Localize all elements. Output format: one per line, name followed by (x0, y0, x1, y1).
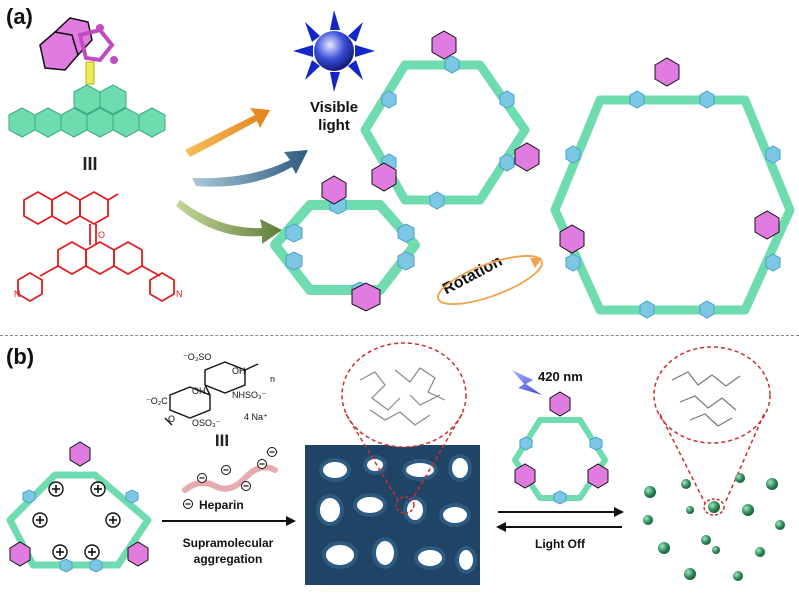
forward-arrowhead-icon (614, 507, 624, 517)
aggregation-label-1: Supramolecular (183, 536, 274, 550)
visible-light-label-2: light (318, 117, 350, 134)
arrow-blue-icon (192, 150, 308, 187)
panel-divider (0, 335, 799, 336)
nitrogen-label-right: N (176, 289, 183, 299)
sugar-label-o2c: ⁻O₂C (146, 396, 168, 406)
arrow-green-icon (176, 200, 282, 244)
aggregation-arrowhead-icon (286, 516, 296, 526)
rotation-arrowhead-icon (530, 258, 542, 268)
sugar-label-oso3-top: ⁻O₃SO (183, 352, 211, 362)
large-hexagon-macrocycle (550, 57, 795, 319)
free-chains-icon (671, 371, 741, 427)
heparin-structure-icon (164, 361, 259, 426)
network-zoom-circle (341, 342, 467, 448)
cationic-macrocycle (6, 441, 152, 573)
panel-b-label: (b) (6, 344, 35, 369)
lightning-bolt-icon (512, 370, 542, 395)
sugar-label-oh: OH (232, 366, 246, 376)
rotation-label: Rotation (440, 253, 505, 298)
visible-light-sun-icon (293, 10, 375, 92)
aggregated-network (305, 445, 480, 585)
equivalence-symbol-b: III (215, 431, 229, 450)
oxygen-label: O (98, 230, 105, 240)
ligand-model-icon (8, 17, 166, 138)
rotation-orbit-icon (437, 255, 543, 305)
polymer-chains-zoom-icon (359, 367, 446, 426)
free-chains-zoom-circle (653, 346, 771, 444)
red-ligand-structure-icon (17, 190, 175, 303)
rhombus-macrocycle (270, 175, 420, 312)
equivalence-symbol-a: III (82, 154, 97, 174)
small-hexagon-macrocycle (360, 30, 540, 210)
sugar-label-o: O (168, 414, 175, 424)
sugar-label-nhso3: NHSO₃⁻ (232, 390, 267, 400)
sugar-label-oh2: OH (192, 386, 206, 396)
heparin-label: Heparin (199, 498, 244, 512)
sugar-label-oso3: OSO₃⁻ (192, 418, 221, 428)
reverse-arrowhead-icon (496, 522, 506, 532)
wavelength-label: 420 nm (538, 369, 583, 384)
sugar-label-na: 4 Na⁺ (244, 412, 268, 422)
sugar-label-n: n (270, 374, 275, 384)
irradiated-macrocycle (512, 391, 609, 505)
nitrogen-label-left: N (14, 289, 21, 299)
arrow-orange-icon (185, 108, 270, 157)
dispersed-spheres (643, 473, 785, 581)
visible-light-label-1: Visible (310, 99, 358, 116)
light-off-label: Light Off (535, 537, 586, 551)
aggregation-label-2: aggregation (194, 552, 263, 566)
panel-a-label: (a) (6, 4, 33, 29)
